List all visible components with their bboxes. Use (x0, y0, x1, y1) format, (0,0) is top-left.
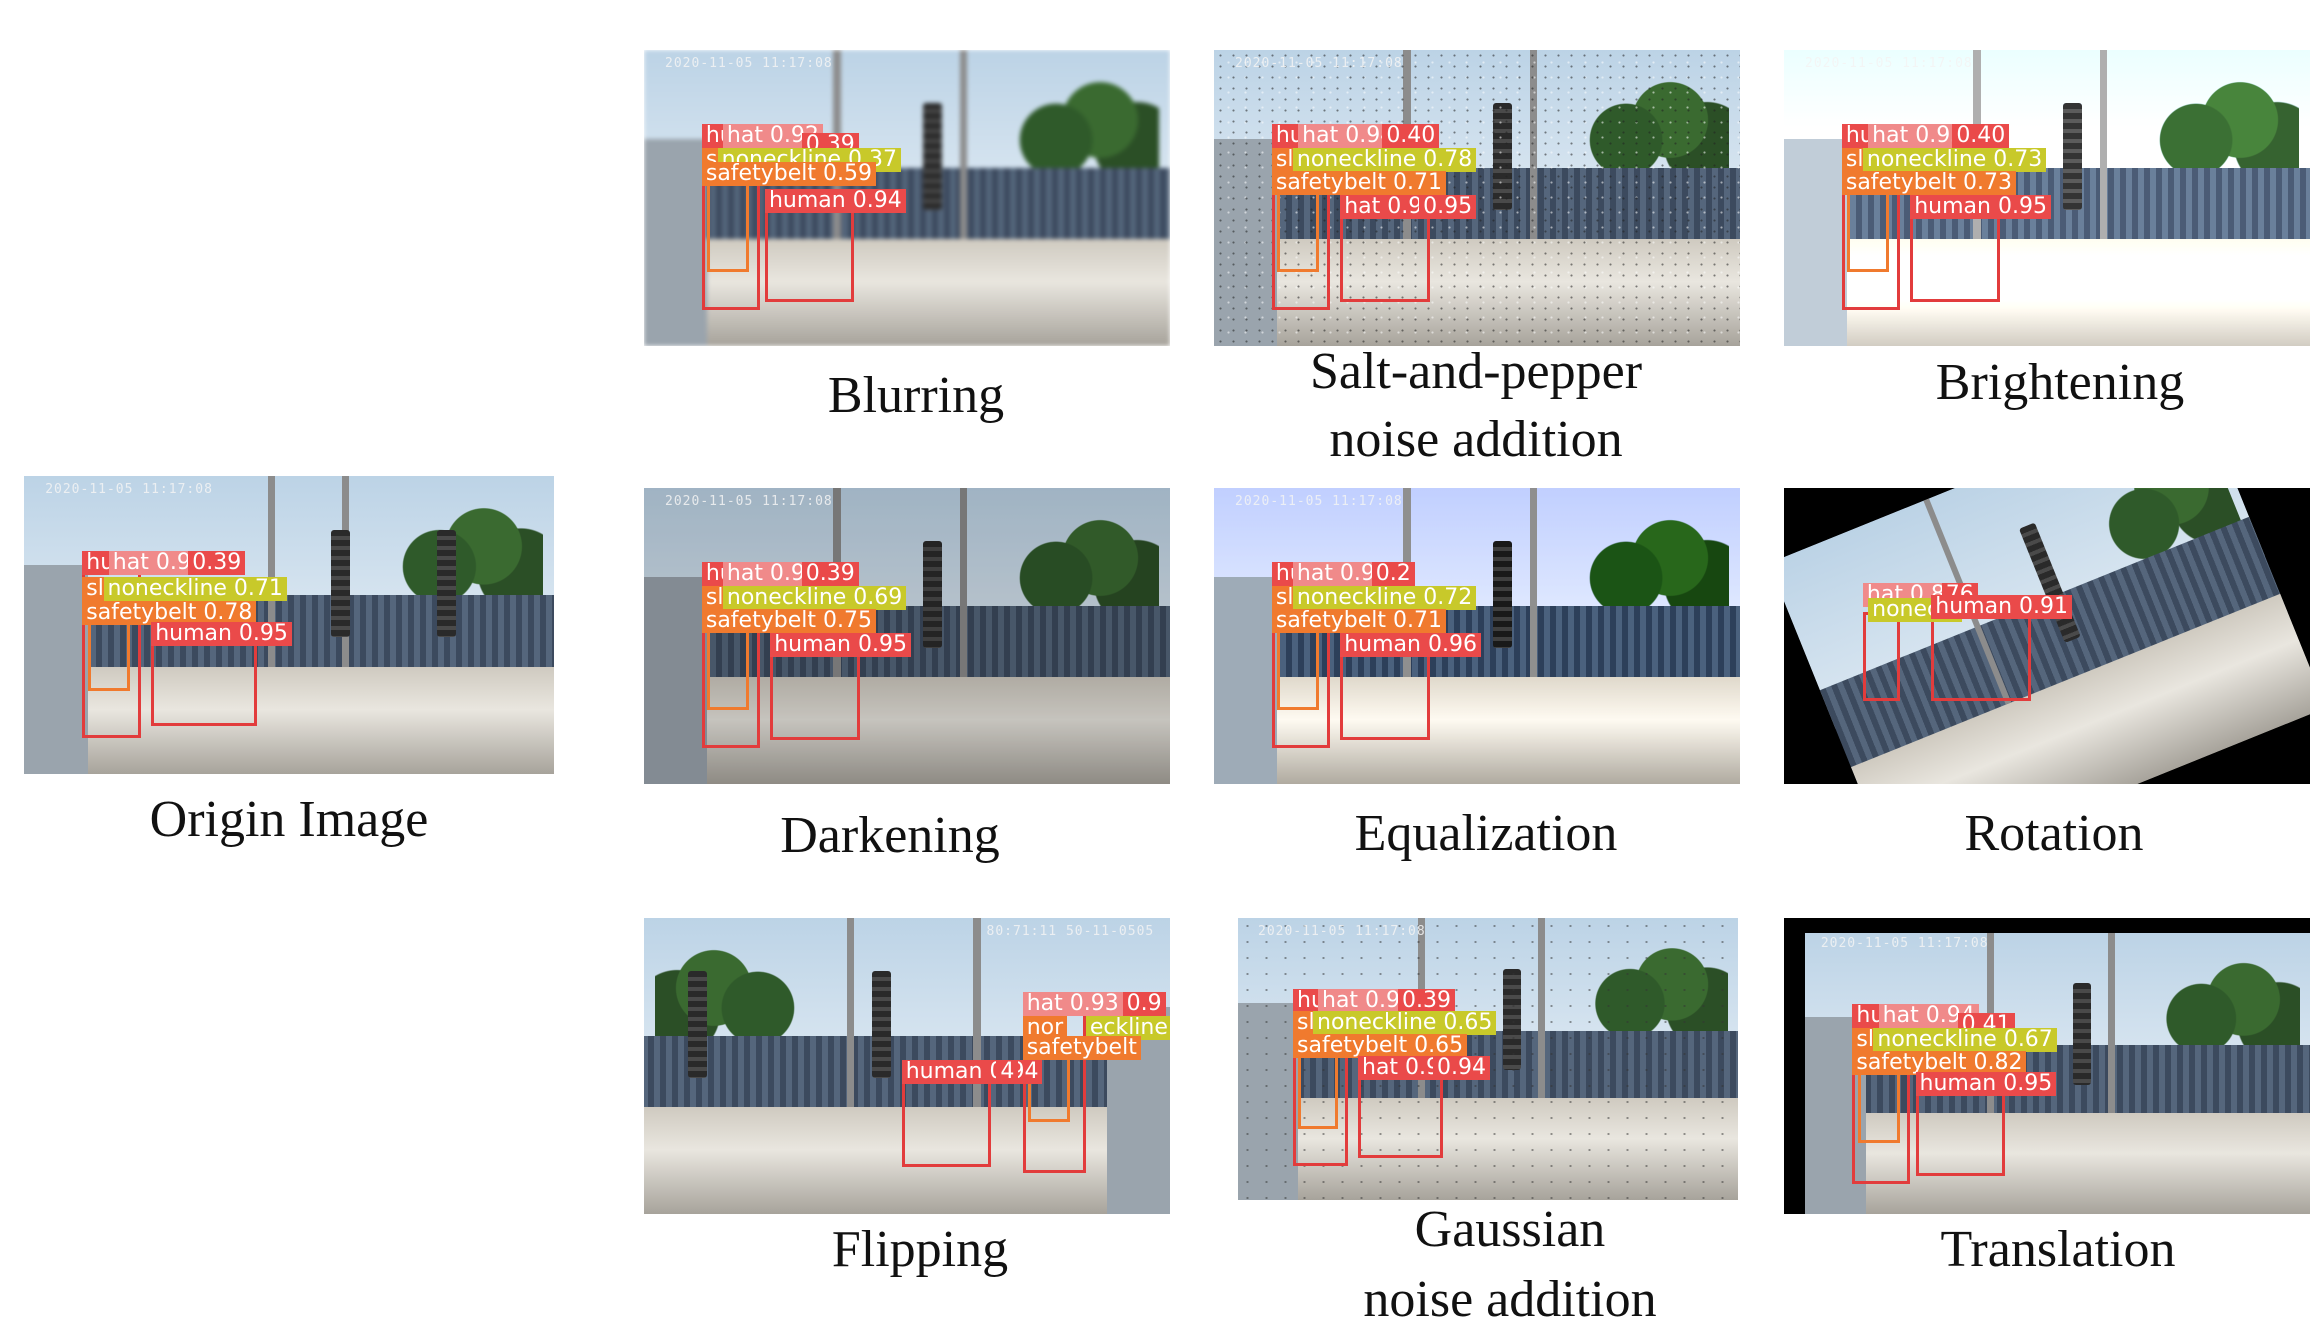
caption-brightening: Brightening (1935, 354, 2185, 411)
label-noneckline: noneckline 0.71 (103, 577, 287, 602)
rotation-panel: hat 0.86 76 noneckl human 0.91 (1784, 488, 2310, 784)
label-human: human 0.91 (1931, 594, 2072, 619)
label-human: human 0.94 (901, 1060, 1043, 1085)
timestamp: 2020-11-05 11:17:08 (665, 493, 833, 509)
label-sl: nor (1022, 1015, 1068, 1040)
translation-panel: 2020-11-05 11:17:08 hu hat 0.94 0.41 sl … (1784, 918, 2310, 1214)
label-hat-score: 0.40 (1382, 124, 1440, 148)
detection-box-human (1340, 644, 1430, 740)
detection-box-worker (1862, 612, 1900, 702)
label-hat: hat 0.94 (1298, 124, 1399, 148)
label-safetybelt: safetybelt 0.71 (1271, 609, 1446, 634)
caption-equalization: Equalization (1354, 805, 1618, 862)
timestamp: 2020-11-05 11:17:08 (1820, 935, 1989, 951)
detection-box-human (764, 206, 855, 302)
detection-box-human (901, 1074, 992, 1167)
timestamp: 2020-11-05 11:17:08 (665, 55, 833, 71)
label-hat-score: 0.39 (188, 550, 246, 575)
detection-box-human (1910, 206, 2000, 302)
brightening-panel: 2020-11-05 11:17:08 hu hat 0.95 0.40 sl … (1784, 50, 2310, 346)
label-human: human 0.95 (1915, 1071, 2057, 1096)
label-human: human 0.95 (1910, 195, 2051, 220)
detection-box-belt (1277, 621, 1320, 710)
detection-box-belt (707, 183, 750, 272)
detection-box-human (1931, 612, 2032, 702)
label-noneckline: noneckline 0.73 (1862, 147, 2047, 172)
label-safetybelt: safetybelt 0.71 (1271, 171, 1446, 196)
timestamp: 2020-11-05 11:17:08 (1805, 55, 1973, 71)
label-human: human 0.95 (770, 633, 911, 658)
caption-rotation: Rotation (1964, 805, 2144, 862)
label-human: human 0.96 (1340, 633, 1481, 658)
label-noneckline: noneckline 0.72 (1292, 585, 1477, 610)
flipping-panel: 80:71:11 50-11-0505 hat 0.93 0.9 nor eck… (644, 918, 1170, 1214)
caption-gaussian-line2: noise addition (1363, 1271, 1657, 1328)
caption-darkening: Darkening (780, 807, 1000, 864)
label-noneckline: noneckline 0.65 (1313, 1011, 1497, 1036)
substation-photo (644, 50, 1170, 346)
detection-box-human (1358, 1067, 1443, 1158)
origin-image-panel: 2020-11-05 11:17:08 hu hat 0.95 0.39 sl … (24, 476, 554, 774)
label-safetybelt: safetybelt (1022, 1036, 1141, 1061)
label-hat: hat 0.95 (1868, 124, 1969, 148)
label-noneckline: noneckline 0.69 (722, 585, 907, 610)
detection-box-human (151, 633, 258, 727)
label-human: human 0.95 (151, 622, 292, 647)
caption-blurring: Blurring (827, 367, 1005, 424)
timestamp: 2020-11-05 11:17:08 (45, 481, 213, 497)
label-safetybelt: safetybelt 0.75 (701, 609, 876, 634)
darkening-panel: 2020-11-05 11:17:08 hu hat 0.95 0.39 sl … (644, 488, 1170, 784)
label-hat-2-score: 0.94 (1433, 1056, 1490, 1081)
salt-pepper-noise (1214, 50, 1740, 346)
label-hat: hat 0.93 (1022, 992, 1123, 1016)
caption-salt-pepper-line2: noise addition (1329, 411, 1623, 468)
detection-box-human (770, 644, 860, 740)
label-hat-score: 0.39 (1398, 988, 1455, 1013)
label-safetybelt: safetybelt 0.82 (1852, 1051, 2027, 1076)
salt-pepper-panel: 2020-11-05 11:17:08 hu hat 0.94 0.40 sl … (1214, 50, 1740, 346)
timestamp: 2020-11-05 11:17:08 (1235, 493, 1403, 509)
label-noneckline: eckline (1085, 1015, 1170, 1040)
equalization-panel: 2020-11-05 11:17:08 hu hat 0.94 0.2 sl n… (1214, 488, 1740, 784)
gaussian-panel: 2020-11-05 11:17:08 hu hat 0.94 0.39 sl … (1238, 918, 1738, 1200)
label-hat-score: 0.40 (1952, 124, 2010, 148)
caption-gaussian-line1: Gaussian (1414, 1201, 1606, 1258)
timestamp: 2020-11-05 11:17:08 (1235, 55, 1403, 71)
label-hat-2-score: 0.95 (1419, 195, 1477, 220)
label-hat-score: 0.39 (801, 562, 859, 586)
blurring-panel: 2020-11-05 11:17:08 hu hat 0.92 0.39 sl … (644, 50, 1170, 346)
substation-photo (24, 476, 554, 774)
detection-box-belt (707, 621, 750, 710)
label-safetybelt: safetybelt 0.65 (1293, 1033, 1468, 1058)
detection-box-human (1340, 206, 1430, 302)
caption-salt-pepper-line1: Salt-and-pepper (1309, 343, 1643, 400)
detection-box-belt (1847, 183, 1890, 272)
label-safetybelt: safetybelt 0.78 (82, 601, 257, 626)
label-hat-score: 0.9 (1122, 992, 1166, 1016)
caption-origin: Origin Image (149, 791, 429, 848)
detection-box-belt (1277, 183, 1320, 272)
timestamp: 80:71:11 50-11-0505 (986, 923, 1155, 939)
label-human: human 0.94 (764, 189, 906, 214)
detection-box-belt (87, 619, 130, 691)
timestamp: 2020-11-05 11:17:08 (1258, 923, 1426, 939)
label-hat-score: 0.2 (1371, 562, 1415, 586)
label-noneckline: noneckline 0.67 (1873, 1027, 2057, 1052)
label-noneckline: noneckline 0.78 (1292, 147, 1477, 172)
label-safetybelt: safetybelt 0.73 (1841, 171, 2016, 196)
label-human-extra: 4 (996, 1060, 1019, 1085)
label-safetybelt: safetybelt 0.59 (701, 162, 876, 187)
caption-flipping: Flipping (831, 1221, 1009, 1278)
caption-translation: Translation (1940, 1221, 2176, 1278)
